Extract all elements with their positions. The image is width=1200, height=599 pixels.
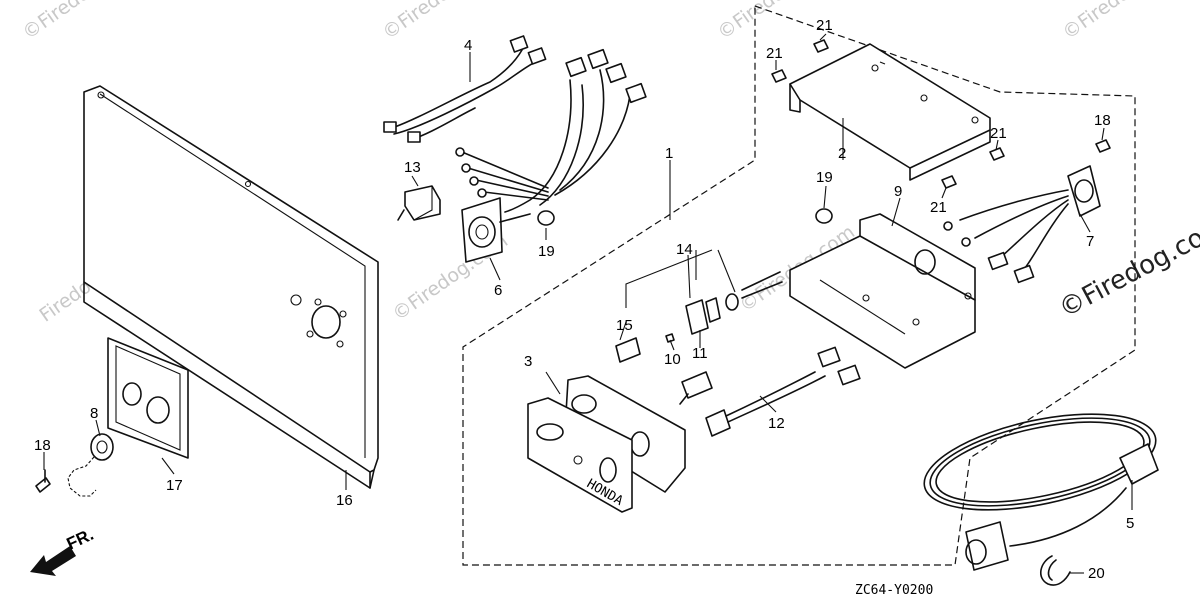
- screws-part-21: [771, 39, 1005, 189]
- bracket-part-2: [789, 43, 991, 181]
- callout-9: 9: [894, 183, 902, 200]
- leader-lines: [43, 33, 1133, 574]
- callout-21-a: 21: [816, 17, 833, 34]
- callouts: 1 2 3 4 5 6 7 8 9 10 11 12 13 14 15 16 1…: [34, 17, 1134, 582]
- callout-10: 10: [664, 351, 681, 368]
- assembly-boundary: [462, 5, 1136, 566]
- diagram-code: ZC64-Y0200: [855, 583, 933, 598]
- callout-19-left: 19: [538, 243, 555, 260]
- callout-14: 14: [676, 241, 693, 258]
- callout-18-right: 18: [1094, 112, 1111, 129]
- watermark-top-left: ©Firedog.com: [18, 0, 141, 44]
- panel-part-16: [83, 85, 379, 489]
- harness-part-12: [705, 346, 861, 437]
- callout-6: 6: [494, 282, 502, 299]
- callout-15: 15: [616, 317, 633, 334]
- cable-part-5: [923, 413, 1159, 571]
- callout-21-c: 21: [990, 125, 1007, 142]
- switch-part-13: [397, 185, 441, 221]
- callout-2: 2: [838, 145, 846, 162]
- callout-17: 17: [166, 477, 183, 494]
- callout-19-right: 19: [816, 169, 833, 186]
- callout-4: 4: [464, 37, 472, 54]
- cap-part-8: [67, 433, 114, 497]
- box-bracket-part-9: [789, 213, 976, 369]
- callout-16: 16: [336, 492, 353, 509]
- screw-part-18-right: [1095, 139, 1111, 153]
- switch-group-parts-10-15: [615, 249, 783, 405]
- callout-8: 8: [90, 405, 98, 422]
- callout-18-left: 18: [34, 437, 51, 454]
- label-plate-part-17: [107, 337, 189, 459]
- front-arrow-icon: FR.: [30, 525, 97, 576]
- clamp-part-20: [1040, 555, 1071, 586]
- nut-part-19-right: [815, 208, 833, 224]
- callout-1: 1: [665, 145, 673, 162]
- callout-11: 11: [692, 345, 708, 362]
- watermark-top-far-right: ©Firedog.com: [1058, 0, 1181, 44]
- callout-7: 7: [1086, 233, 1094, 250]
- callout-3: 3: [524, 353, 532, 370]
- watermark-large: ©Firedog.com: [1054, 211, 1200, 324]
- callout-21-b: 21: [766, 45, 783, 62]
- callout-13: 13: [404, 159, 421, 176]
- nut-part-19-left: [537, 210, 555, 226]
- receptacle-harness-part-7: [943, 165, 1101, 284]
- screw-part-18-left: [35, 469, 51, 493]
- callout-21-d: 21: [930, 199, 947, 216]
- callout-20: 20: [1088, 565, 1105, 582]
- watermark-top-center: ©Firedog.com: [378, 0, 501, 44]
- harness-part-4: [383, 35, 547, 143]
- socket-harness-part-6: [455, 48, 647, 263]
- label-panels-part-3: HONDA: [527, 375, 686, 513]
- callout-12: 12: [768, 415, 785, 432]
- callout-5: 5: [1126, 515, 1134, 532]
